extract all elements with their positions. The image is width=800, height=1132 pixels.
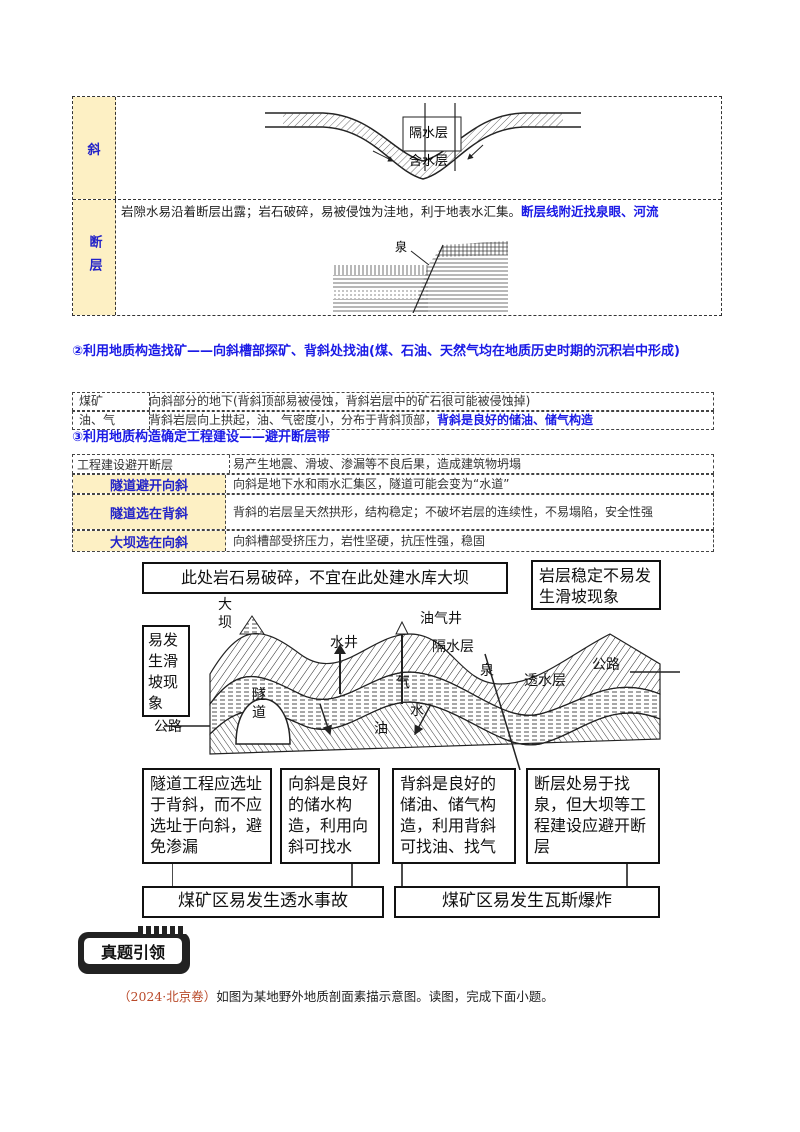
table-row: 隧道选在背斜 背斜的岩层呈天然拱形，结构稳定；不破坏岩层的连续性，不易塌陷，安全… — [72, 494, 714, 530]
geology-cross-section — [164, 615, 680, 770]
fig-aquiclude-label: 隔水层 — [409, 126, 448, 141]
fig-aquifer-label: 含水层 — [409, 153, 448, 169]
fig-spring-label: 泉 — [395, 240, 407, 254]
footer-box: 煤矿区易发生瓦斯爆炸 — [394, 886, 660, 918]
explanation-box: 隧道工程应选址于背斜，而不应选址于向斜，避免渗漏 — [142, 768, 272, 864]
syncline-figure: 隔水层 含水层 — [263, 101, 583, 193]
permeable-layer-label: 透水层 — [524, 673, 566, 689]
fault-description: 岩隙水易沿着断层出露；岩石破碎，易被侵蚀为洼地，利于地表水汇集。断层线附近找泉眼… — [121, 204, 659, 219]
explanation-box: 向斜是良好的储水构造，利用向斜可找水 — [280, 768, 380, 864]
callout-box: 此处岩石易破碎，不宜在此处建水库大坝 — [142, 562, 508, 594]
zhenti-badge: 真题引领 — [78, 926, 190, 974]
fault-figure: 泉 — [333, 237, 508, 314]
fault-diagram: 泉 — [333, 240, 508, 314]
water-label: 水 — [410, 703, 424, 719]
dam-label: 大坝 — [218, 597, 232, 631]
water-well-label: 水井 — [330, 635, 358, 651]
table-divider — [73, 199, 721, 200]
aquiclude-label: 隔水层 — [432, 639, 474, 655]
question-intro: （2024·北京卷）如图为某地野外地质剖面素描示意图。读图，完成下面小题。 — [118, 989, 554, 1004]
callout-box: 岩层稳定不易发生滑坡现象 — [531, 560, 661, 610]
explanation-box: 背斜是良好的储油、储气构造，利用背斜可找油、找气 — [392, 768, 516, 864]
road-label-right: 公路 — [592, 657, 620, 673]
oil-gas-well-label: 油气井 — [420, 611, 462, 627]
tunnel-label: 隧道 — [252, 687, 266, 721]
row-label-fault: 断层 — [73, 200, 116, 315]
callout-box: 易发生滑坡现象 — [142, 625, 190, 717]
footer-box: 煤矿区易发生透水事故 — [142, 886, 384, 918]
table-row: 煤矿 向斜部分的地下(背斜顶部易被侵蚀，背斜岩层中的矿石很可能被侵蚀掉) — [72, 392, 714, 411]
oil-label: 油 — [374, 721, 388, 737]
section3-heading: ③利用地质构造确定工程建设——避开断层带 — [72, 430, 331, 445]
syncline-diagram: 隔水层 含水层 — [265, 103, 581, 180]
structure-table: 斜 隔水层 含水层 断层 岩隙水易沿着断层出露；岩石破碎，易被侵蚀为洼地，利于地… — [72, 96, 722, 316]
road-label-left: 公路 — [154, 719, 182, 735]
table-row: 隧道避开向斜 向斜是地下水和雨水汇集区，隧道可能会变为“水道” — [72, 474, 714, 494]
table-row: 工程建设避开断层 易产生地震、滑坡、渗漏等不良后果，造成建筑物坍塌 — [72, 454, 714, 474]
explanation-box: 断层处易于找泉，但大坝等工程建设应避开断层 — [526, 768, 660, 864]
row-label-xie: 斜 — [73, 97, 116, 199]
table-row: 油、气 背斜岩层向上拱起，油、气密度小，分布于背斜顶部，背斜是良好的储油、储气构… — [72, 411, 714, 430]
table-row: 大坝选在向斜 向斜槽部受挤压力，岩性坚硬，抗压性强，稳固 — [72, 530, 714, 552]
connector-lines — [171, 864, 632, 888]
spring-label: 泉 — [480, 663, 494, 679]
section2-heading: ②利用地质构造找矿——向斜槽部探矿、背斜处找油(煤、石油、天然气均在地质历史时期… — [72, 344, 680, 359]
gas-label: 气 — [396, 675, 410, 691]
